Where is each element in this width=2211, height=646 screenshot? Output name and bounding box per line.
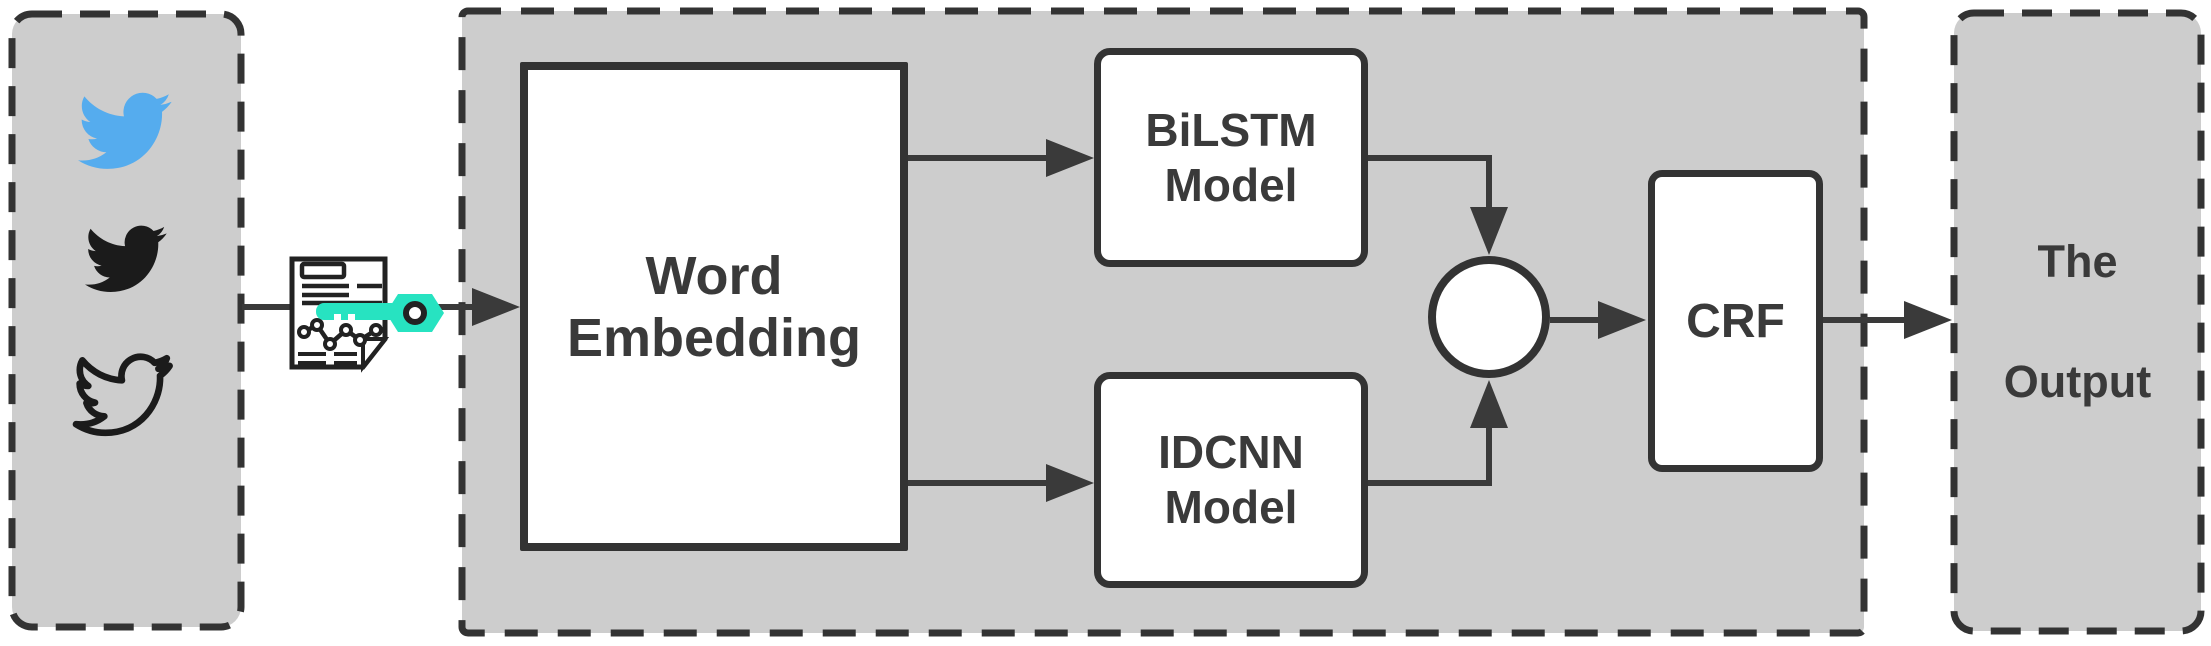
arrow-embedding-to-bilstm <box>908 139 1094 177</box>
teal-highlighter-icon <box>316 294 444 332</box>
idcnn-model-label: IDCNN Model <box>1158 426 1304 533</box>
arrow-idcnn-to-merge <box>1368 380 1508 486</box>
arrow-embedding-to-idcnn <box>908 464 1094 502</box>
output-panel <box>1950 9 2205 635</box>
twitter-bird-blue-icon <box>78 92 172 169</box>
merge-node-circle <box>1428 256 1550 378</box>
output-label-the: The <box>2037 236 2118 287</box>
bilstm-model-label: BiLSTM Model <box>1145 103 1317 211</box>
idcnn-model-box: IDCNN Model <box>1094 372 1368 588</box>
crf-box: CRF <box>1648 170 1823 472</box>
arrow-merge-to-crf <box>1550 301 1646 339</box>
crf-label: CRF <box>1686 294 1785 348</box>
output-label-output: Output <box>2003 356 2152 407</box>
word-embedding-label: Word Embedding <box>567 245 861 368</box>
twitter-bird-outline-icon <box>72 353 173 437</box>
arrow-crf-to-output <box>1823 301 1952 339</box>
arrow-bilstm-to-merge <box>1368 155 1508 255</box>
bilstm-model-box: BiLSTM Model <box>1094 48 1368 267</box>
word-embedding-box: Word Embedding <box>520 62 908 551</box>
twitter-bird-black-icon <box>85 225 167 292</box>
source-panel <box>8 10 245 631</box>
